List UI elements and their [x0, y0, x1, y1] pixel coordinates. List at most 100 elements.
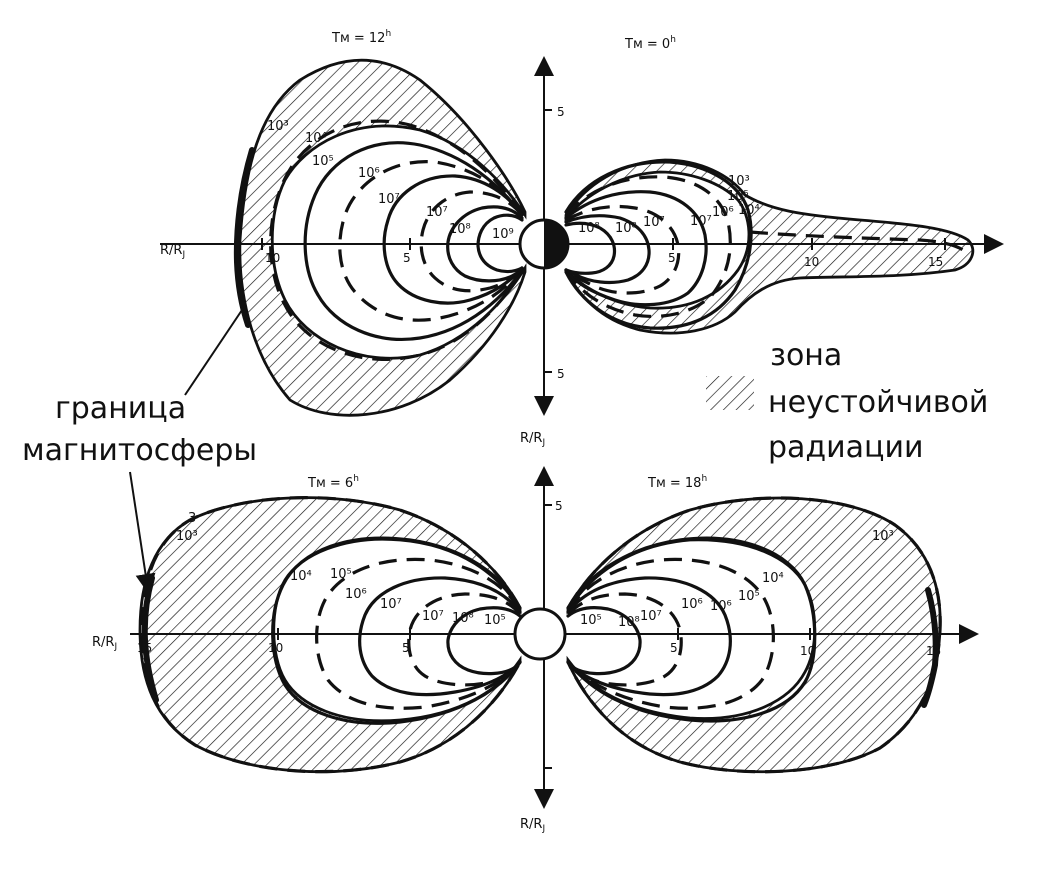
bottom-right-contour-label: 10⁵ [580, 613, 602, 628]
bottom-left-contour-2 [271, 536, 522, 725]
bottom-left-contour-label: 10⁶ [345, 587, 367, 602]
bottom-left-contour-label: 10⁵ [484, 613, 506, 628]
bottom-left-x-tick-15: 15 [137, 641, 152, 655]
bottom-left-contour-label: 10³ [176, 529, 198, 544]
legend: зона неустойчивой радиации [706, 338, 988, 465]
top-right-contour-label: 10⁵ [727, 189, 749, 204]
bottom-right-magnetopause [921, 587, 939, 708]
top-left-contour-label: 10⁶ [358, 166, 380, 181]
top-left-contour-2 [303, 141, 524, 341]
bottom-planet [513, 607, 567, 661]
bottom-right-contour-label: 10³ [872, 529, 894, 544]
bottom-left-contour-label: 10⁷ [380, 597, 402, 612]
boundary-pointer-bottom [129, 471, 156, 594]
top-left-contour-5 [419, 190, 524, 293]
boundary-label-line-1: граница [55, 391, 186, 426]
top-y-tick-lower: 5 [557, 367, 565, 381]
top-left-contour-1 [269, 119, 524, 361]
bottom-left-x-tick-10: 10 [268, 641, 283, 655]
top-left-x-tick-10: 10 [265, 251, 280, 265]
top-panel: 5 5 10 5 5 10 15 R/RJ R/RJ Tм = 12h Tм =… [160, 29, 1004, 448]
top-right-tail-edge [749, 230, 970, 257]
bottom-left-contour-label: 10⁵ [330, 567, 352, 582]
top-right-contour-label: 10³ [728, 174, 750, 189]
top-right-unstable-zone [564, 158, 975, 335]
top-left-contour-label: 10⁵ [312, 154, 334, 169]
bottom-right-contour-4 [566, 576, 732, 697]
top-planet [518, 218, 570, 270]
top-left-contour-label: 10⁷ [426, 205, 448, 220]
bottom-right-contour-label: 10⁵ [738, 589, 760, 604]
bottom-left-contour-label: 3 [188, 511, 196, 526]
top-left-contour-label: 10⁷ [378, 192, 400, 207]
bottom-right-x-tick-15: 15 [926, 644, 941, 658]
top-right-time-label: Tм = 0h [624, 35, 676, 52]
top-right-x-tick-15: 15 [928, 255, 943, 269]
top-right-contour-label: 10⁸ [578, 221, 600, 236]
boundary-pointer-top [184, 309, 243, 396]
top-right-contour-label: 10⁷ [690, 214, 712, 229]
top-y-axis-label: R/RJ [520, 431, 545, 448]
bottom-right-time-label: Tм = 18h [647, 474, 707, 491]
top-left-contour-label: 10³ [267, 119, 289, 134]
bottom-x-axis-label: R/RJ [92, 635, 117, 652]
legend-line-3: радиации [768, 430, 923, 465]
top-y-tick-upper: 5 [557, 105, 565, 119]
bottom-left-x-tick-5: 5 [402, 641, 410, 655]
bottom-right-contour-label: 10⁴ [762, 571, 784, 586]
bottom-left-contour-1 [140, 496, 522, 774]
bottom-right-contour-label: 10⁸ [618, 615, 640, 630]
bottom-left-contour-label: 10⁸ [452, 611, 474, 626]
top-left-contour-label: 10⁹ [492, 227, 514, 242]
top-left-contour-4 [382, 174, 524, 305]
bottom-right-contour-1 [566, 496, 942, 774]
top-right-contour-label: 10⁶ [712, 205, 734, 220]
bottom-panel: 5 15 10 5 5 10 15 R/RJ R/RJ Tм = 6h Tм =… [92, 466, 979, 834]
legend-hatch-swatch [706, 376, 754, 410]
bottom-left-time-label: Tм = 6h [307, 474, 359, 491]
top-right-contour-label: 10⁸ [615, 221, 637, 236]
bottom-left-contour-4 [358, 576, 522, 697]
top-right-contour-5 [564, 214, 651, 285]
top-left-contour-label: 10⁸ [449, 222, 471, 237]
top-right-contour-1 [564, 160, 753, 330]
bottom-ticks [144, 504, 936, 769]
bottom-right-x-tick-5: 5 [670, 641, 678, 655]
bottom-y-axis-label: R/RJ [520, 817, 545, 834]
top-right-contour-3 [564, 190, 708, 307]
legend-line-1: зона [770, 338, 842, 373]
bottom-right-contour-label: 10⁷ [640, 609, 662, 624]
bottom-right-x-tick-10: 10 [800, 644, 815, 658]
bottom-right-contour-6 [566, 606, 642, 676]
top-left-magnetopause [233, 147, 255, 328]
top-left-unstable-zone [238, 58, 527, 417]
top-right-contour-4 [564, 204, 681, 295]
top-left-contour-6 [446, 205, 524, 283]
top-left-contour-label: 10⁴ [305, 131, 327, 146]
top-left-x-tick-5: 5 [403, 251, 411, 265]
top-left-time-label: Tм = 12h [331, 29, 391, 46]
bottom-left-contour-5 [407, 592, 522, 687]
top-right-contour-2 [564, 175, 732, 319]
boundary-annotation: граница магнитосферы [22, 309, 257, 594]
top-left-contour-3 [338, 160, 524, 322]
bottom-right-contour-5 [566, 592, 683, 687]
bottom-left-contour-label: 10⁷ [422, 609, 444, 624]
top-left-contour-7 [476, 213, 524, 274]
top-right-contour-6 [564, 221, 617, 275]
legend-line-2: неустойчивой [768, 385, 988, 420]
top-right-contour-label: 10⁴ [738, 203, 760, 218]
top-right-contour-label: 10⁷ [643, 215, 665, 230]
bottom-right-contour-label: 10⁶ [710, 599, 732, 614]
bottom-left-contour-6 [446, 606, 522, 676]
top-right-x-tick-10: 10 [804, 255, 819, 269]
bottom-left-contour-3 [315, 557, 522, 710]
bottom-y-tick-5: 5 [555, 499, 563, 513]
top-right-x-tick-5: 5 [668, 251, 676, 265]
bottom-left-contour-label: 10⁴ [290, 569, 312, 584]
bottom-right-contour-2 [566, 536, 817, 723]
bottom-right-contour-label: 10⁶ [681, 597, 703, 612]
bottom-right-contour-3 [566, 557, 775, 710]
